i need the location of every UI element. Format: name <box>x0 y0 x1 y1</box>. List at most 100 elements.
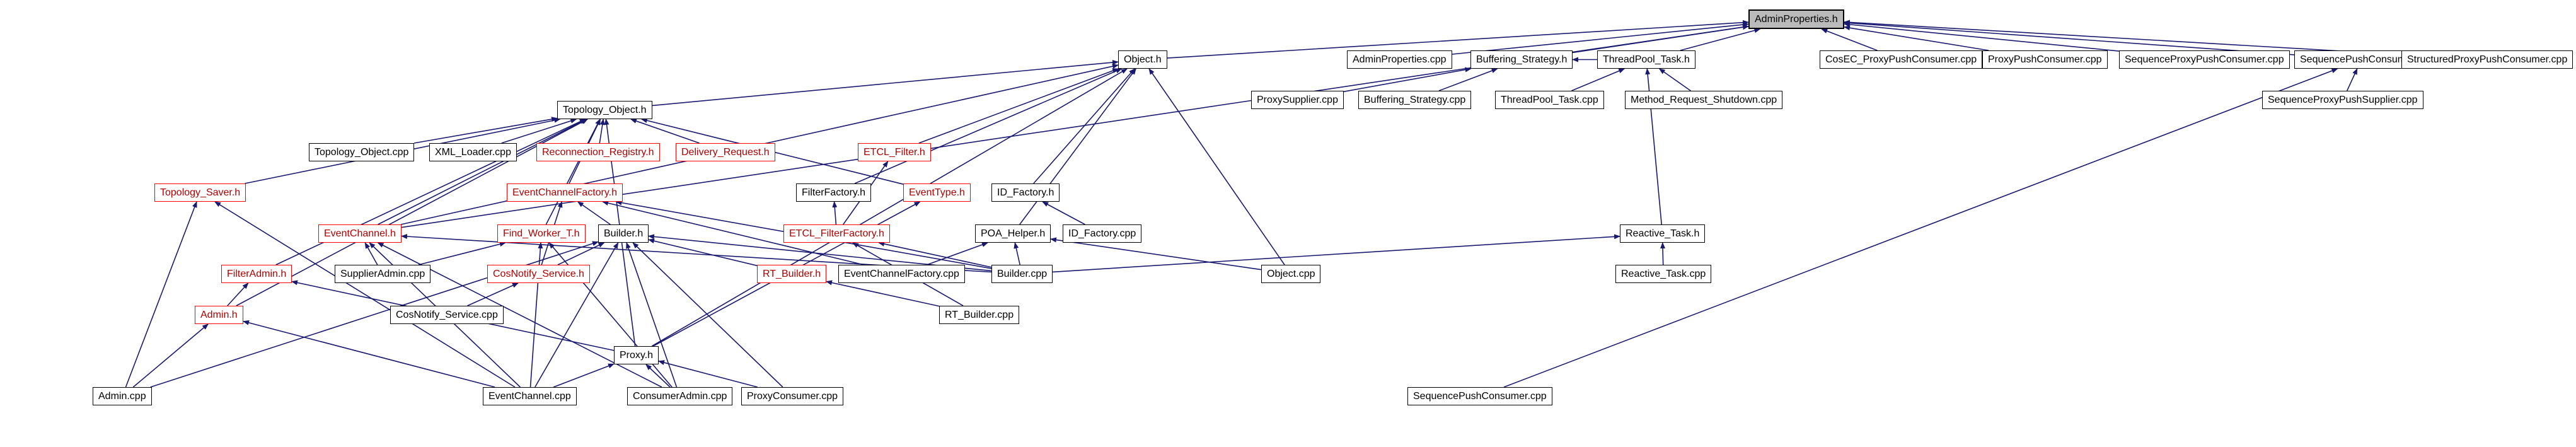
include-edge <box>648 238 758 267</box>
include-edge <box>364 242 378 265</box>
graph-node[interactable]: Find_Worker_T.h <box>497 224 586 243</box>
include-edge <box>236 119 589 306</box>
include-edge <box>553 363 615 388</box>
include-edge <box>832 201 838 225</box>
graph-node[interactable]: Builder.h <box>598 224 649 243</box>
graph-node[interactable]: Reactive_Task.cpp <box>1615 265 1712 283</box>
include-edge <box>1844 20 2295 55</box>
graph-node[interactable]: ID_Factory.h <box>991 183 1060 202</box>
graph-node[interactable]: SupplierAdmin.cpp <box>335 265 431 283</box>
graph-node[interactable]: StructuredProxyPushConsumer.cpp <box>2401 50 2573 69</box>
graph-node[interactable]: EventChannelFactory.h <box>507 183 623 202</box>
graph-node[interactable]: Topology_Object.h <box>557 101 652 119</box>
include-edge <box>418 241 506 265</box>
graph-node[interactable]: Admin.h <box>195 306 243 324</box>
graph-node[interactable]: Method_Request_Shutdown.cpp <box>1625 91 1783 109</box>
graph-node[interactable]: FilterFactory.h <box>796 183 872 202</box>
graph-node[interactable]: POA_Helper.h <box>975 224 1051 243</box>
include-edge <box>652 60 1119 107</box>
include-edge <box>1033 68 1135 184</box>
include-edge <box>1167 20 1749 59</box>
include-edge <box>645 364 671 388</box>
include-edge <box>878 241 992 268</box>
include-edge <box>651 68 1128 347</box>
include-edge <box>557 242 605 265</box>
graph-node[interactable]: Object.h <box>1118 50 1167 69</box>
include-edge <box>1844 25 1989 51</box>
include-edge <box>501 118 577 144</box>
graph-node[interactable]: RT_Builder.cpp <box>939 306 1020 324</box>
include-edge <box>1680 28 1761 51</box>
graph-root-node[interactable]: AdminProperties.h <box>1748 9 1844 29</box>
graph-node[interactable]: EventType.h <box>903 183 971 202</box>
include-edge <box>1050 237 1262 270</box>
graph-node[interactable]: SequencePushConsumer.cpp <box>1407 387 1552 405</box>
graph-node[interactable]: Topology_Saver.h <box>154 183 246 202</box>
include-edge <box>1503 68 2338 388</box>
graph-node[interactable]: Buffering_Strategy.h <box>1470 50 1573 69</box>
graph-node[interactable]: ProxySupplier.cpp <box>1251 91 1344 109</box>
include-edge <box>413 117 558 144</box>
include-edge <box>1014 242 1020 265</box>
graph-node[interactable]: EventChannelFactory.cpp <box>838 265 965 283</box>
include-edge <box>1438 68 1498 91</box>
graph-node[interactable]: SequenceProxyPushSupplier.cpp <box>2262 91 2423 109</box>
graph-node[interactable]: SequenceProxyPushConsumer.cpp <box>2119 50 2290 69</box>
include-edge <box>826 280 940 307</box>
graph-node[interactable]: RT_Builder.h <box>757 265 827 283</box>
include-edge <box>918 68 1119 144</box>
include-edge <box>1452 22 1749 55</box>
include-edge <box>378 119 587 225</box>
graph-node[interactable]: CosEC_ProxyPushConsumer.cpp <box>1820 50 1983 69</box>
graph-node[interactable]: FilterAdmin.h <box>221 265 292 283</box>
include-edge <box>1844 20 2402 55</box>
include-edge <box>214 201 516 388</box>
graph-node[interactable]: Topology_Object.cpp <box>309 143 415 161</box>
graph-node[interactable]: CosNotify_Service.cpp <box>390 306 504 324</box>
graph-node[interactable]: Admin.cpp <box>93 387 152 405</box>
graph-node[interactable]: Proxy.h <box>614 346 659 364</box>
include-edge <box>602 200 864 265</box>
graph-node[interactable]: XML_Loader.cpp <box>429 143 517 161</box>
include-edge <box>1571 68 1626 91</box>
include-edge <box>1052 234 1620 273</box>
include-edge <box>658 360 758 388</box>
include-edge <box>1658 68 1691 91</box>
graph-node[interactable]: Buffering_Strategy.cpp <box>1358 91 1472 109</box>
include-edge <box>577 201 611 225</box>
graph-node[interactable]: Delivery_Request.h <box>676 143 775 161</box>
include-edge <box>243 320 495 388</box>
include-edge <box>927 242 988 265</box>
graph-node[interactable]: ProxyConsumer.cpp <box>741 387 844 405</box>
include-edge <box>1844 21 2120 52</box>
graph-node[interactable]: ProxyPushConsumer.cpp <box>1982 50 2108 69</box>
graph-node[interactable]: ConsumerAdmin.cpp <box>627 387 733 405</box>
graph-node[interactable]: Reconnection_Registry.h <box>536 143 660 161</box>
include-edge <box>630 119 700 144</box>
graph-node[interactable]: ThreadPool_Task.h <box>1597 50 1695 69</box>
include-edge <box>2346 68 2358 91</box>
include-edge <box>125 201 197 388</box>
include-edge <box>132 323 209 388</box>
include-edge <box>545 119 601 225</box>
graph-node[interactable]: Object.cpp <box>1261 265 1321 283</box>
graph-node[interactable]: ETCL_Filter.h <box>858 143 931 161</box>
graph-node[interactable]: ETCL_FilterFactory.h <box>783 224 890 243</box>
include-edge <box>854 68 1123 184</box>
include-edge <box>1821 28 1878 51</box>
graph-node[interactable]: EventChannel.cpp <box>483 387 577 405</box>
graph-node[interactable]: CosNotify_Service.h <box>487 265 590 283</box>
graph-node[interactable]: Builder.cpp <box>991 265 1053 283</box>
graph-node[interactable]: EventChannel.h <box>318 224 401 243</box>
include-edge <box>626 242 678 388</box>
graph-node[interactable]: Reactive_Task.h <box>1620 224 1706 243</box>
include-edge <box>467 282 519 306</box>
include-edge <box>1148 68 1285 265</box>
graph-node[interactable]: ID_Factory.cpp <box>1063 224 1142 243</box>
graph-node[interactable]: ThreadPool_Task.cpp <box>1495 91 1604 109</box>
include-edge <box>534 242 619 388</box>
graph-node[interactable]: AdminProperties.cpp <box>1347 50 1452 69</box>
include-edge <box>1042 201 1085 225</box>
include-edge <box>1343 67 1472 93</box>
